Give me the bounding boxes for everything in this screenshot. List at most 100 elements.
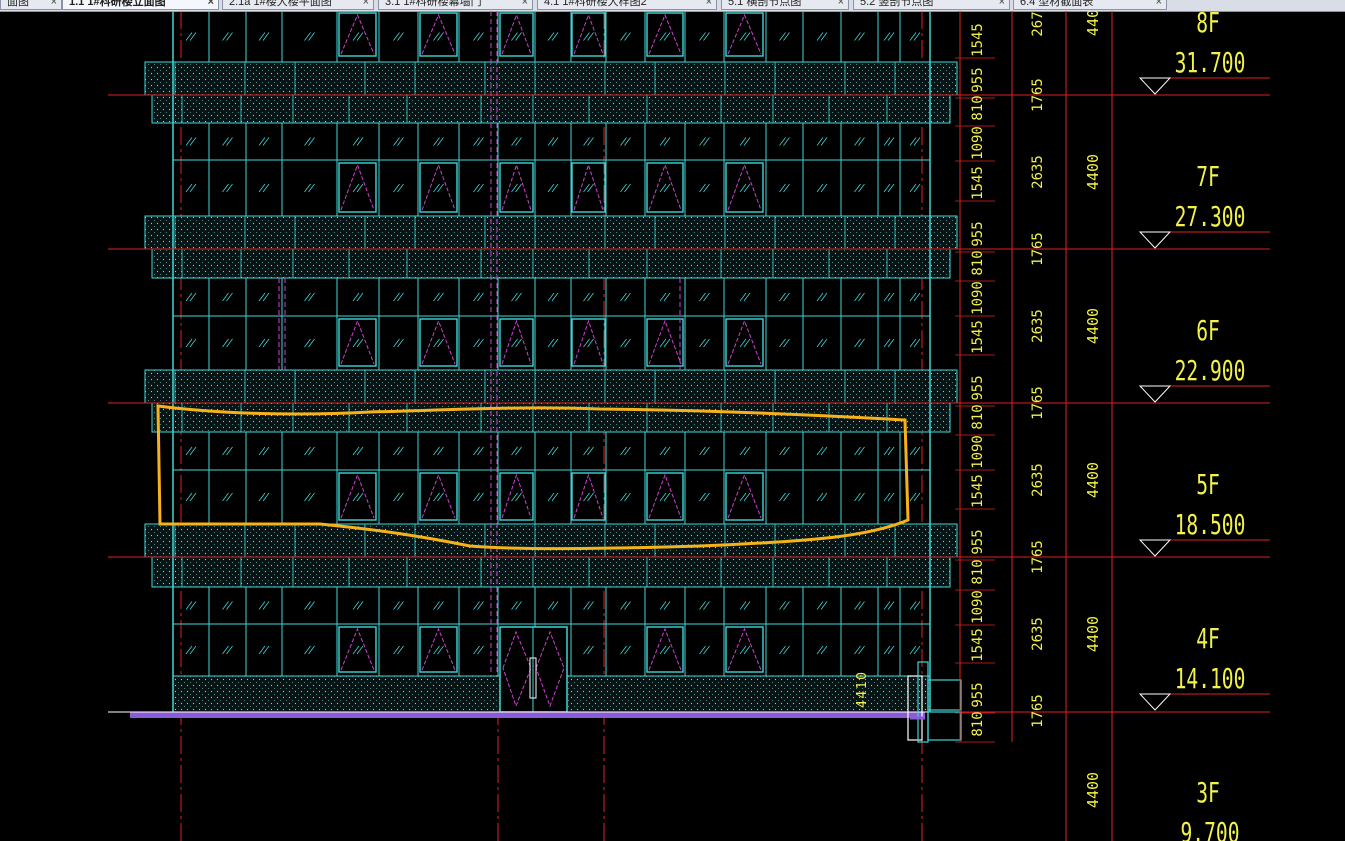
sash-indicator (727, 627, 762, 671)
sash-indicator (573, 163, 604, 211)
glass-zone (172, 122, 931, 217)
level-triangle (1138, 693, 1172, 711)
operable-window (646, 318, 684, 367)
dimension-text: 810 (970, 95, 986, 120)
glass-zone (172, 431, 931, 525)
dimension-text: 4400 (1084, 154, 1102, 190)
dimension-text: 955 (970, 375, 986, 400)
sash-indicator (340, 627, 375, 671)
floor-elevation: 22.900 (1175, 355, 1246, 387)
curtain-wall-elevation (108, 11, 1270, 713)
dimension-text: 4400 (1084, 616, 1102, 652)
tab-3-1-curtain-door[interactable]: 3.1 1#科研楼幕墙门 × (378, 0, 533, 10)
dimension-text: 1090 (970, 590, 986, 624)
close-icon[interactable]: × (837, 0, 844, 8)
sash-indicator (501, 163, 532, 211)
slab-band (144, 523, 958, 558)
dimension-text: 1545 (970, 166, 986, 200)
dimension-text: 1765 (1030, 232, 1046, 266)
operable-window (419, 162, 458, 213)
tab-label: 面图 (7, 0, 29, 8)
operable-window (725, 162, 764, 213)
close-icon[interactable]: × (207, 0, 214, 8)
operable-window (338, 318, 377, 367)
tab-6-4-profile-table[interactable]: 6.4 型材截面表× (1013, 0, 1167, 10)
small-dimension-text: 4410 (855, 672, 870, 708)
operable-window (646, 626, 684, 673)
cad-drawing-canvas[interactable]: 1545955810109015459558101090154595581010… (0, 11, 1345, 841)
operable-window (338, 626, 377, 673)
door-handle (529, 657, 537, 699)
dimension-text: 810 (970, 250, 986, 275)
sash-indicator (648, 319, 682, 365)
operable-window (725, 12, 764, 57)
tab-5-2-vertical-section[interactable]: 5.2 竖剖节点图× (853, 0, 1010, 10)
sash-indicator (501, 473, 532, 519)
floor-name: 5F (1196, 469, 1220, 501)
dimension-text: 810 (970, 404, 986, 429)
dimension-text: 1765 (1030, 540, 1046, 574)
tab-label: 4.1 1#科研楼大样图2 (544, 0, 647, 8)
tab-1-1-elevation[interactable]: 1.1 1#科研楼立面图× (62, 0, 219, 10)
sash-indicator (421, 163, 456, 211)
sash-indicator (648, 13, 682, 55)
close-icon[interactable]: × (521, 0, 528, 8)
tab-label: 2.1a 1#楼大楼平面图 (229, 0, 332, 8)
close-icon[interactable]: × (998, 0, 1005, 8)
dimension-text: 1765 (1030, 78, 1046, 112)
dimension-text: 2635 (1030, 155, 1046, 189)
tab-4-1-detail[interactable]: 4.1 1#科研楼大样图2 × (537, 0, 717, 10)
operable-window (571, 472, 606, 521)
operable-window (499, 318, 534, 367)
tab-label: 3.1 1#科研楼幕墙门 (385, 0, 482, 8)
wall-section-detail (907, 661, 962, 743)
close-icon[interactable]: × (362, 0, 369, 8)
operable-window (725, 626, 764, 673)
sash-indicator (501, 13, 532, 55)
dimension-text: 810 (970, 559, 986, 584)
operable-window (419, 626, 458, 673)
sash-indicator (340, 473, 375, 519)
operable-window (419, 318, 458, 367)
dimension-text: 1545 (970, 474, 986, 508)
sash-indicator (727, 473, 762, 519)
sash-indicator (727, 163, 762, 211)
sash-indicator (421, 13, 456, 55)
floor-name: 8F (1196, 11, 1220, 39)
dimension-text: 1545 (970, 23, 986, 57)
operable-window (571, 318, 606, 367)
glass-zone (172, 277, 931, 371)
tab-2-1a-plan[interactable]: 2.1a 1#楼大楼平面图 × (222, 0, 374, 10)
operable-window (571, 162, 606, 213)
floor-name: 3F (1196, 777, 1220, 809)
slab-band (144, 215, 958, 250)
sash-indicator (501, 319, 532, 365)
tab-5-1-horizontal-section[interactable]: 5.1 横剖节点图× (721, 0, 849, 10)
slab-band (144, 61, 958, 96)
dimension-text: 2635 (1030, 617, 1046, 651)
operable-window (419, 472, 458, 521)
dimension-text: 1090 (970, 281, 986, 315)
dimension-text: 1545 (970, 628, 986, 662)
dimension-text: 955 (970, 529, 986, 554)
dimension-text: 4400 (1084, 772, 1102, 808)
level-triangle (1138, 539, 1172, 557)
floor-elevation: 31.700 (1175, 47, 1246, 79)
tab-elevation-overview[interactable]: 面图 × (0, 0, 62, 10)
floor-elevation: 9.700 (1181, 817, 1240, 841)
operable-window (725, 318, 764, 367)
sash-indicator (340, 13, 375, 55)
dimension-text: 2635 (1030, 463, 1046, 497)
floor-name: 7F (1196, 161, 1220, 193)
operable-window (338, 472, 377, 521)
floor-name: 6F (1196, 315, 1220, 347)
close-icon[interactable]: × (705, 0, 712, 8)
dimension-text: 1545 (970, 320, 986, 354)
operable-window (338, 12, 377, 57)
floor-elevation: 18.500 (1175, 509, 1246, 541)
operable-window (571, 12, 606, 57)
close-icon[interactable]: × (1155, 0, 1162, 8)
close-icon[interactable]: × (50, 0, 57, 8)
sash-indicator (648, 163, 682, 211)
operable-window (725, 472, 764, 521)
